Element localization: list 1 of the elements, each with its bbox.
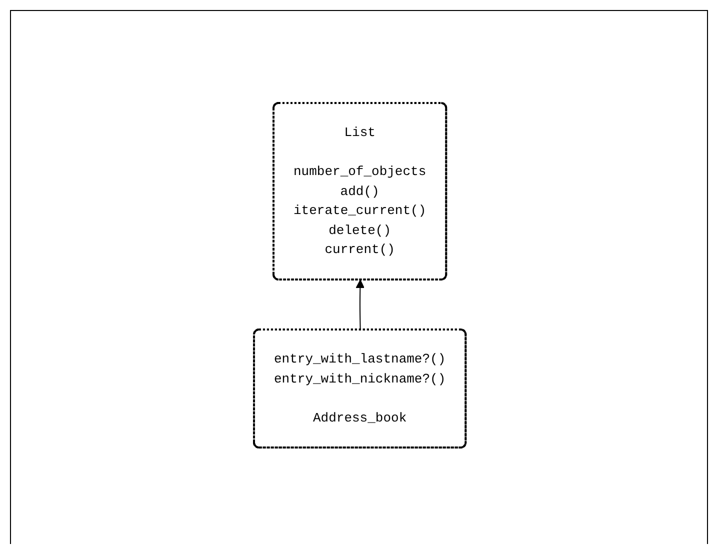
arrow (356, 279, 365, 330)
